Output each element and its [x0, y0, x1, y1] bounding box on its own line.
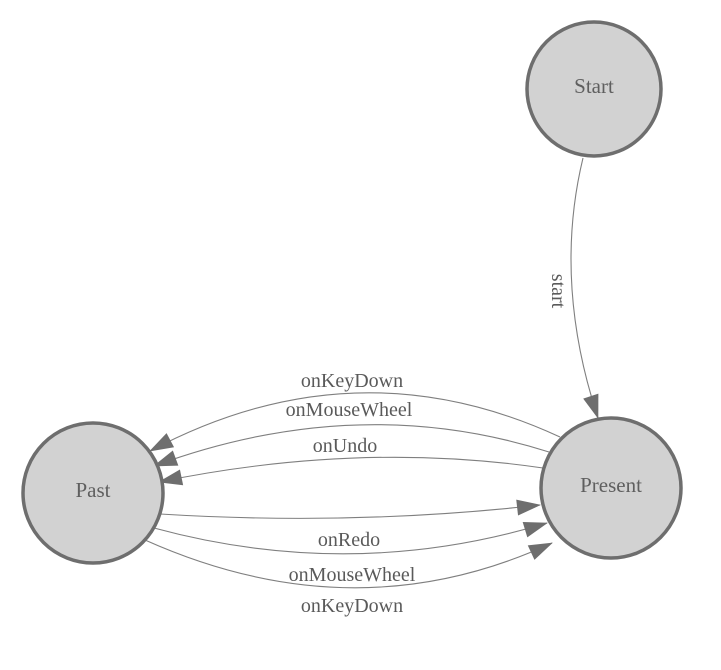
- node-label-start: Start: [574, 74, 614, 98]
- edge-past-to-present-onredo: [159, 499, 541, 519]
- edge-label-onredo: onRedo: [318, 529, 380, 551]
- edge-label-start: start: [547, 274, 569, 309]
- node-start[interactable]: [525, 20, 663, 158]
- edge-past-to-present-onkeydown: [144, 539, 553, 589]
- edge-present-to-past-onmousewheel: [153, 424, 550, 467]
- edge-past-to-present-onmousewheel: [153, 522, 548, 555]
- edge-label-onmousewheel-top: onMouseWheel: [286, 399, 413, 421]
- node-past[interactable]: [21, 421, 165, 565]
- edge-present-to-past-onkeydown: [149, 392, 561, 452]
- edge-label-onundo: onUndo: [313, 435, 377, 457]
- node-label-present: Present: [580, 473, 642, 497]
- edge-present-to-past-onundo: [158, 456, 544, 486]
- edge-label-onkeydown-top: onKeyDown: [301, 370, 403, 392]
- edge-label-onkeydown-bottom: onKeyDown: [301, 595, 403, 617]
- edge-start-to-present: [570, 157, 599, 419]
- node-label-past: Past: [75, 478, 110, 502]
- node-present[interactable]: [539, 416, 683, 560]
- edge-label-onmousewheel-bottom: onMouseWheel: [289, 564, 416, 586]
